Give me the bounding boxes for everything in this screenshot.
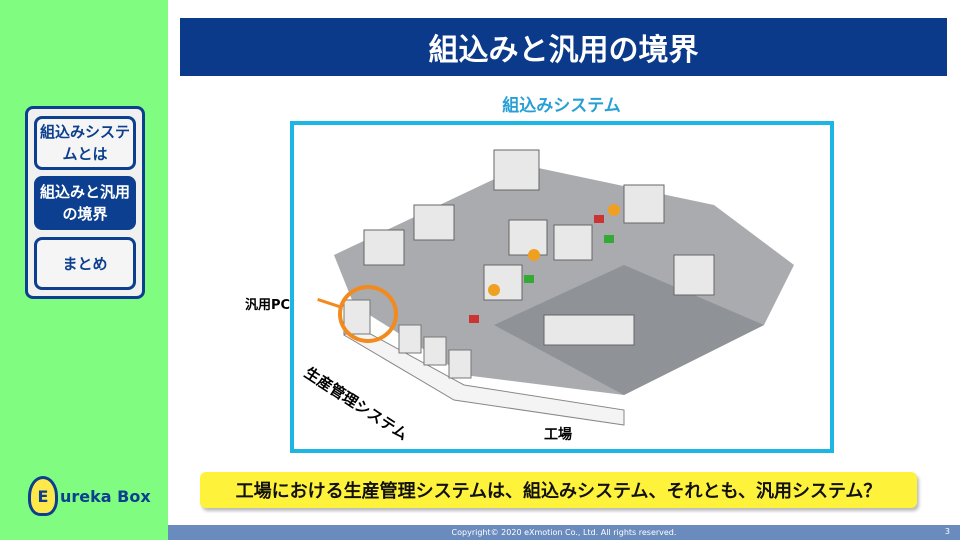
diagram-subtitle: 組込みシステム	[502, 96, 621, 116]
eureka-box-logo: E ureka Box	[28, 476, 151, 516]
lightbulb-icon: E	[28, 476, 58, 516]
footer: Copyright© 2020 eXmotion Co., Ltd. All r…	[168, 525, 960, 540]
nav-item-summary[interactable]: まとめ	[34, 237, 136, 290]
sidebar: 組込みシステムとは 組込みと汎用の境界 まとめ E ureka Box	[0, 0, 168, 540]
page-number: 3	[944, 527, 950, 536]
general-pc-label: 汎用PC	[245, 298, 291, 313]
factory-label: 工場	[544, 427, 572, 443]
pc-highlight-circle	[338, 285, 398, 343]
factory-illustration	[334, 149, 794, 426]
nav-item-embedded-systems[interactable]: 組込みシステムとは	[34, 116, 136, 170]
question-banner: 工場における生産管理システムは、組込みシステム、それとも、汎用システム？	[200, 472, 917, 508]
logo-text: ureka Box	[60, 486, 151, 506]
embedded-system-frame	[290, 121, 834, 453]
nav-item-boundary[interactable]: 組込みと汎用の境界	[34, 176, 136, 230]
section-nav: 組込みシステムとは 組込みと汎用の境界 まとめ	[25, 106, 145, 299]
copyright: Copyright© 2020 eXmotion Co., Ltd. All r…	[451, 528, 677, 537]
page-title: 組込みと汎用の境界	[180, 18, 947, 76]
